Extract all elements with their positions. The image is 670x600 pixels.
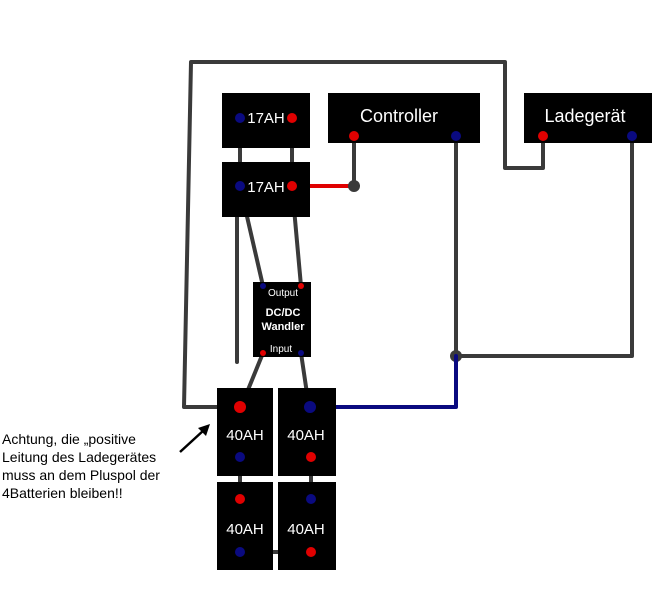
positive-terminal bbox=[235, 494, 245, 504]
negative-terminal bbox=[235, 452, 245, 462]
note-line: 4Batterien bleiben!! bbox=[2, 485, 123, 501]
positive-terminal bbox=[287, 181, 297, 191]
positive-terminal bbox=[234, 401, 246, 413]
note-line: Achtung, die „positive bbox=[2, 431, 136, 447]
negative-bus-wire bbox=[308, 354, 458, 409]
dcdc-input-label: Input bbox=[270, 344, 292, 355]
battery-40ah-label: 40AH bbox=[287, 521, 325, 538]
negative-terminal bbox=[235, 547, 245, 557]
input-negative-terminal bbox=[298, 350, 304, 356]
charger-negative-wire bbox=[454, 134, 634, 358]
positive-terminal bbox=[306, 452, 316, 462]
negative-terminal bbox=[304, 401, 316, 413]
battery-40ah-bottom-left: 40AH bbox=[217, 482, 273, 570]
controller-label: Controller bbox=[360, 106, 438, 126]
dcdc-output-label: Output bbox=[268, 288, 298, 299]
note-arrow-icon bbox=[179, 424, 210, 453]
negative-terminal bbox=[235, 181, 245, 191]
battery-17ah-top: 17AH bbox=[222, 93, 310, 148]
positive-terminal bbox=[538, 131, 548, 141]
input-positive-terminal bbox=[260, 350, 266, 356]
battery-40ah-label: 40AH bbox=[226, 521, 264, 538]
negative-terminal bbox=[235, 113, 245, 123]
note-line: Leitung des Ladegerätes bbox=[2, 449, 157, 465]
dcdc-title-line2: Wandler bbox=[262, 321, 306, 333]
battery-40ah-bottom-right: 40AH bbox=[278, 482, 336, 570]
charger-label: Ladegerät bbox=[544, 106, 625, 126]
positive-terminal bbox=[287, 113, 297, 123]
output-negative-terminal bbox=[260, 283, 266, 289]
charger-box: Ladegerät bbox=[524, 93, 652, 143]
battery-17ah-bottom: 17AH bbox=[222, 162, 310, 217]
positive-terminal bbox=[306, 547, 316, 557]
battery-40ah-label: 40AH bbox=[226, 427, 264, 444]
dcdc-title-line1: DC/DC bbox=[266, 307, 301, 319]
battery-17ah-top-label: 17AH bbox=[247, 110, 285, 127]
positive-terminal bbox=[349, 131, 359, 141]
negative-terminal bbox=[451, 131, 461, 141]
dcdc-converter: Output DC/DC Wandler Input bbox=[253, 282, 311, 357]
battery-40ah-top-left: 40AH bbox=[217, 388, 273, 476]
battery-40ah-top-right: 40AH bbox=[278, 388, 336, 476]
output-positive-terminal bbox=[298, 283, 304, 289]
controller-box: Controller bbox=[328, 93, 480, 143]
negative-terminal bbox=[627, 131, 637, 141]
charger-positive-wire bbox=[182, 60, 545, 409]
battery-17ah-bottom-label: 17AH bbox=[247, 179, 285, 196]
warning-note: Achtung, die „positive Leitung des Ladeg… bbox=[2, 430, 192, 502]
battery-40ah-label: 40AH bbox=[287, 427, 325, 444]
note-line: muss an dem Pluspol der bbox=[2, 467, 160, 483]
negative-terminal bbox=[306, 494, 316, 504]
junction-dot bbox=[348, 180, 360, 192]
